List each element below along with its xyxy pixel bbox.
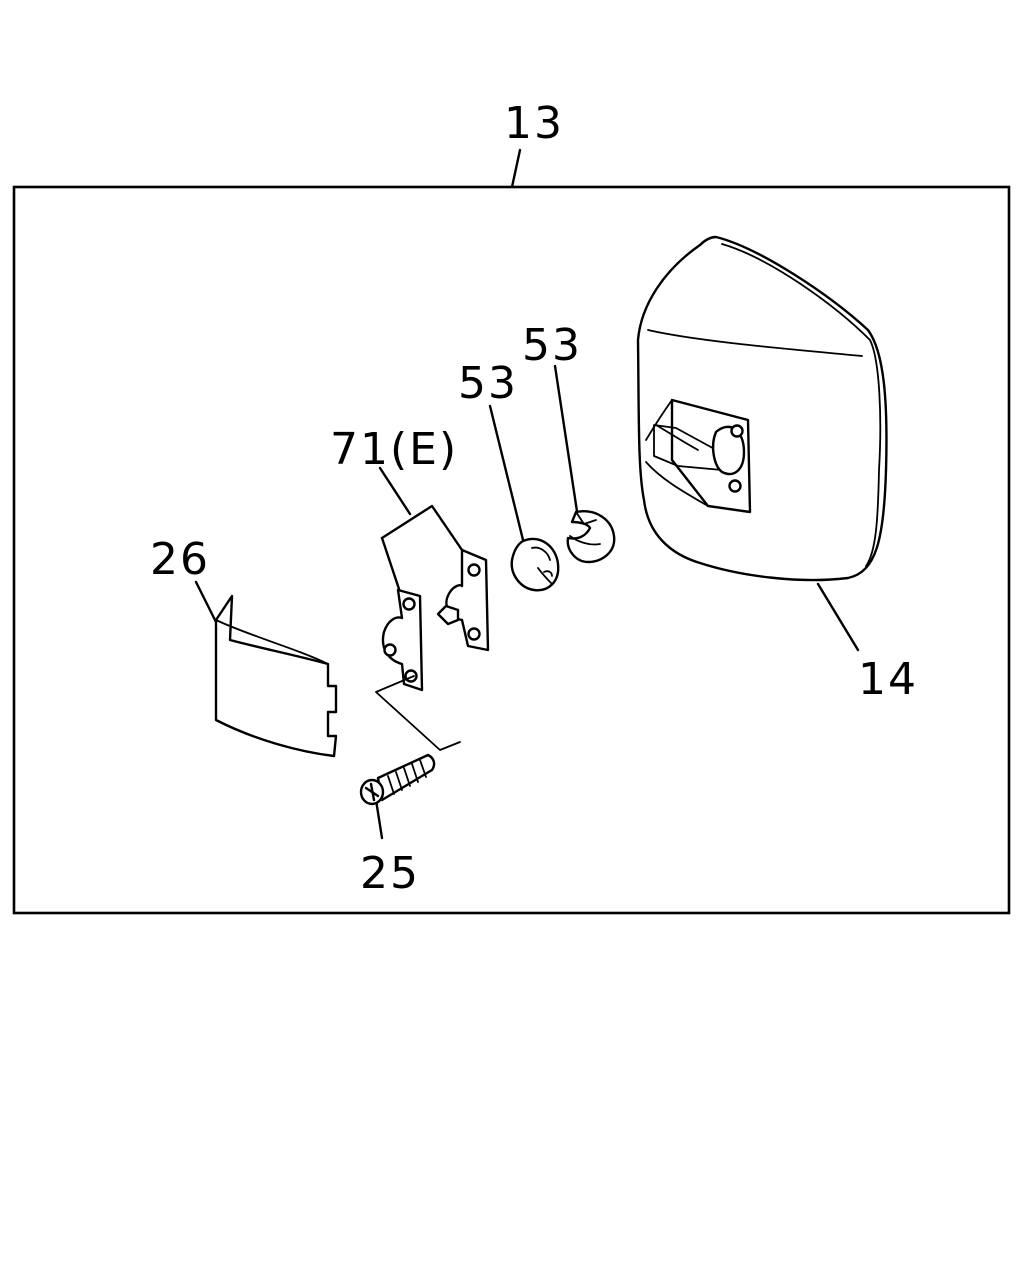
screw-25 <box>359 753 436 806</box>
clip-left <box>510 537 560 592</box>
callout-13: 13 <box>504 98 564 149</box>
leader-14 <box>816 582 860 652</box>
leader-53-left <box>488 404 526 546</box>
callout-26: 26 <box>150 534 210 585</box>
callout-53-left: 53 <box>458 358 518 409</box>
clip-right <box>566 510 616 564</box>
bracket-71e <box>380 504 490 692</box>
mirror-body <box>636 235 888 582</box>
leader-25 <box>374 798 384 840</box>
callout-25: 25 <box>360 848 420 899</box>
alignment-line <box>375 675 461 751</box>
leader-lines <box>194 148 860 840</box>
leader-13 <box>510 148 522 189</box>
leader-53-right <box>553 364 580 520</box>
callout-labels: 13 14 53 53 71(E) 26 25 <box>150 98 918 899</box>
leader-71e <box>378 466 412 516</box>
callout-71e: 71(E) <box>330 424 458 475</box>
cover-26 <box>214 594 338 758</box>
leader-26 <box>194 580 219 626</box>
callout-53-right: 53 <box>522 320 582 371</box>
callout-14: 14 <box>858 654 918 705</box>
